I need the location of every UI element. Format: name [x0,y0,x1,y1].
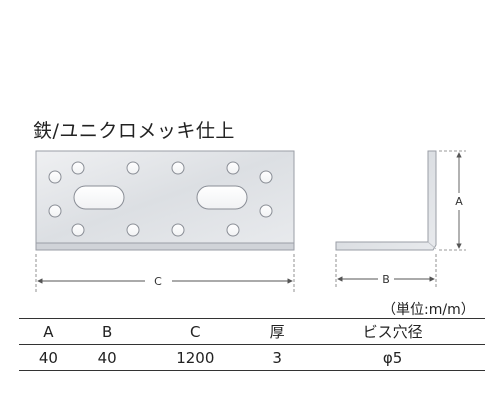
screw-hole [259,204,273,218]
dimension-a: A [439,150,466,251]
screw-hole [226,161,240,175]
screw-hole [226,223,240,237]
dimension-b: B [335,254,437,288]
header-b: B [102,322,113,341]
screw-hole [126,161,140,175]
screw-hole [171,161,185,175]
slot-hole [196,185,248,210]
header-screw-hole-diameter: ビス穴径 [362,323,423,341]
screw-hole [71,161,85,175]
header-a: A [43,322,54,341]
screw-hole [71,223,85,237]
header-c: C [190,322,201,341]
front-view [35,150,295,251]
spec-header-row: A B C 厚 ビス穴径 [19,318,485,345]
cell-c: 1200 [176,348,215,367]
cell-screw-hole-diameter: φ5 [382,348,403,367]
finish-title: 鉄/ユニクロメッキ仕上 [33,120,235,142]
screw-hole [126,223,140,237]
screw-hole [259,170,273,184]
screw-hole [48,204,62,218]
dimension-a-label: A [455,195,463,208]
dimension-c: C [35,254,295,292]
screw-hole [48,170,62,184]
table-row: 40 40 1200 3 φ5 [19,345,485,371]
cell-a: 40 [38,348,58,367]
side-view [335,150,437,251]
dimension-c-label: C [154,275,162,288]
angle-profile [335,150,437,251]
cell-b: 40 [97,348,117,367]
plate-bottom-flange [35,242,295,251]
screw-hole [171,223,185,237]
spec-table: A B C 厚 ビス穴径 40 40 1200 3 φ5 [19,318,485,371]
unit-note: （単位:m/m） [382,302,475,318]
header-thickness: 厚 [269,323,285,341]
dimension-b-label: B [382,273,390,286]
cell-thickness: 3 [272,348,282,367]
slot-hole [73,185,125,210]
